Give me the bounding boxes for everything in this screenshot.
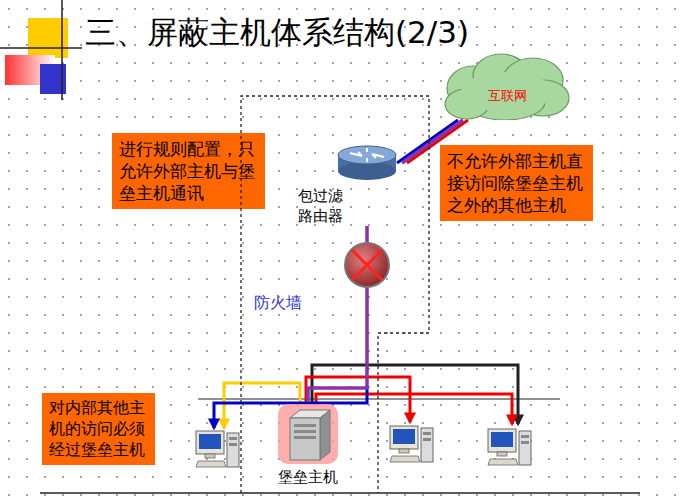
router-node: 包过滤路由器 (298, 143, 402, 226)
computer-icon (196, 431, 239, 467)
node-shape (294, 430, 316, 433)
flow-line (312, 365, 518, 424)
node-shape (290, 418, 320, 460)
bastion-host: 堡垒主机 (266, 402, 350, 488)
node-shape (276, 402, 340, 466)
lan-line (198, 398, 560, 399)
node-shape (278, 404, 338, 464)
node-label: 互联网 (488, 88, 527, 105)
flow-line (316, 394, 512, 424)
node-shape (336, 143, 398, 183)
cloud-node: 互联网 (443, 50, 571, 120)
node-shape (350, 148, 384, 162)
callout-box: 不允许外部主机直接访问除堡垒主机之外的其他主机 (440, 145, 593, 221)
node-shape (294, 424, 316, 427)
block-symbol (345, 243, 389, 287)
callout-text: 不允许外部主机直接访问除堡垒主机之外的其他主机 (447, 150, 586, 216)
firewall-region: 防火墙 包过滤路由器堡垒主机 (240, 95, 430, 493)
callout-text: 对内部其他主机的访问必须经过堡垒主机 (49, 398, 148, 460)
slide-title: 三、屏蔽主机体系结构(2/3) (85, 12, 469, 54)
node-shape (461, 72, 553, 112)
node-shape (241, 96, 429, 493)
deco-line (61, 0, 63, 100)
block-symbol (345, 243, 389, 287)
callout-text: 进行规则配置，只允许外部主机与堡垒主机通讯 (119, 138, 258, 204)
node-label: 防火墙 (254, 293, 302, 314)
computer-icon (488, 429, 531, 465)
node-shape (443, 50, 571, 120)
node-label: 堡垒主机 (276, 468, 340, 488)
node-shape (294, 436, 316, 439)
node-shape (320, 410, 330, 460)
node-shape (338, 146, 396, 164)
node-label: 包过滤路由器 (298, 187, 346, 226)
lan-line (40, 492, 640, 494)
callout-box: 对内部其他主机的访问必须经过堡垒主机 (42, 393, 155, 465)
computer-icon (390, 426, 433, 462)
block-symbol (352, 250, 382, 280)
node-shape (338, 162, 396, 180)
callout-box: 进行规则配置，只允许外部主机与堡垒主机通讯 (112, 133, 265, 209)
deco-line (0, 47, 82, 49)
block-symbol (352, 250, 382, 280)
